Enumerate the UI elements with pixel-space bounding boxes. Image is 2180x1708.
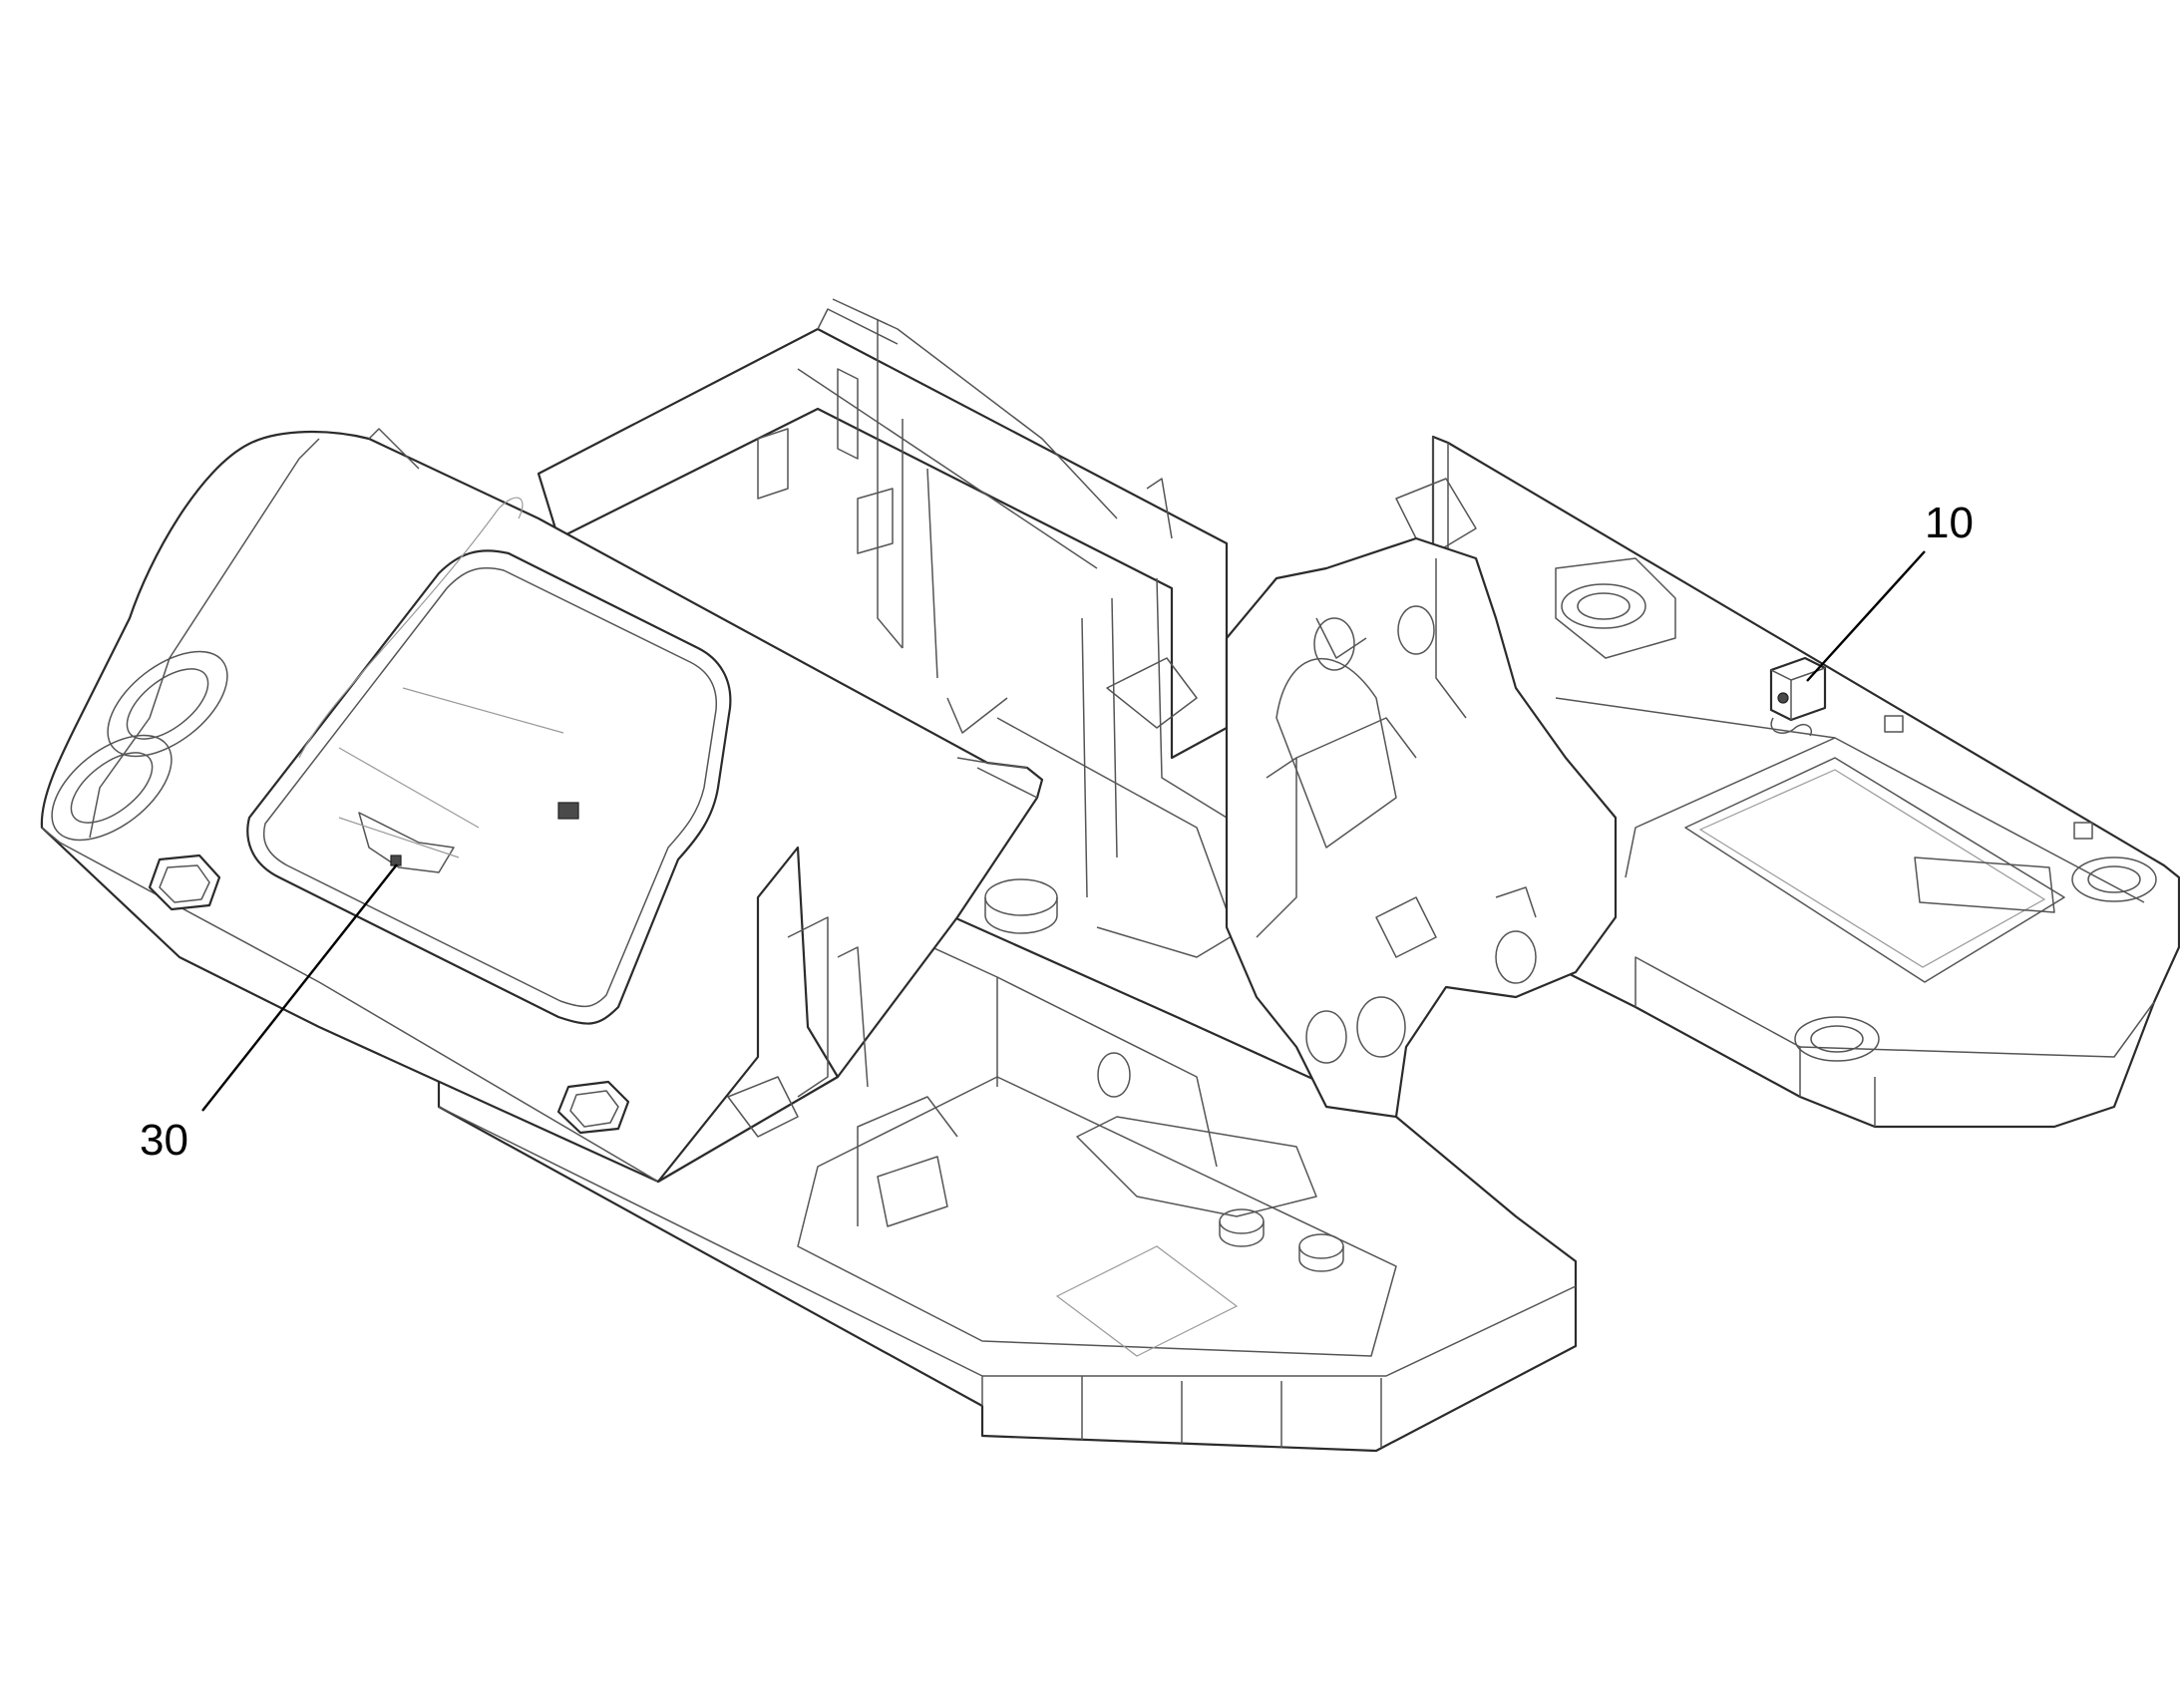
right-deck [1395,435,2180,1129]
component-30-wiring [298,497,524,873]
component-10-box [1769,656,1827,737]
callout-label-30: 30 [140,1116,188,1165]
leader-line-10 [1806,550,1926,682]
leader-line-30 [201,863,398,1112]
left-compartment [656,846,869,1184]
cab-support-frame [537,298,1248,958]
boom-mount [1225,536,1618,1119]
callout-label-10: 10 [1925,499,1974,547]
